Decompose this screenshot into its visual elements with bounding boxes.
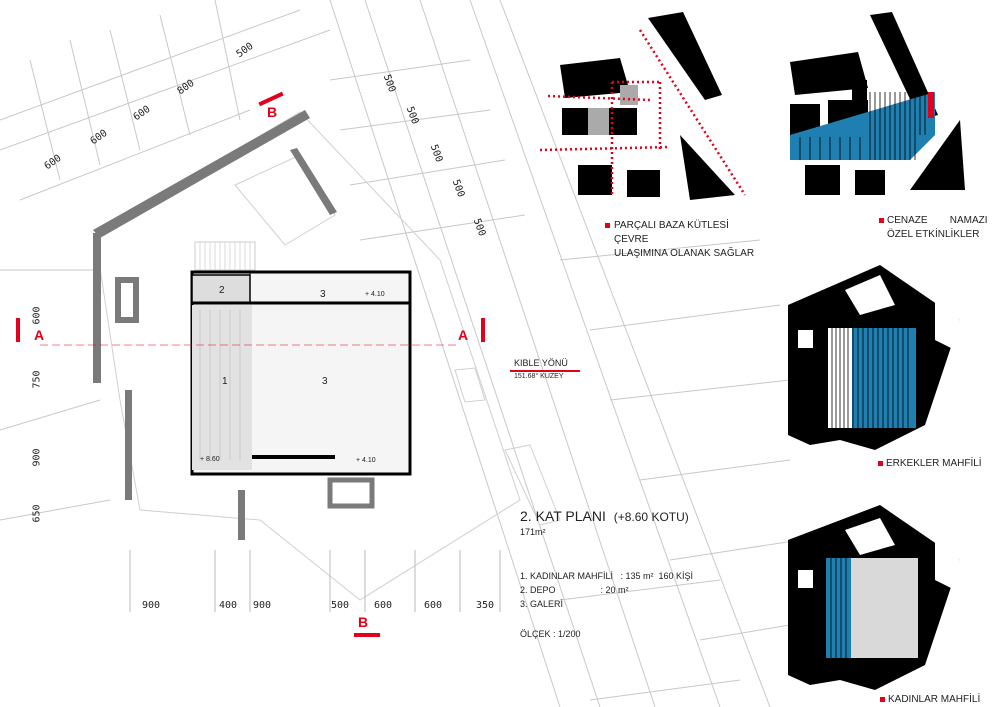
section-a-label-right: A [458, 327, 469, 343]
diagram-funeral-prayer [790, 12, 965, 195]
diagram-mens-prayer-hall [788, 265, 960, 450]
program-item-2: 2. DEPO : 20 m² [520, 585, 629, 595]
caption-diagram-1-line1: PARÇALI BAZA KÜTLESİ ÇEVRE [614, 220, 729, 245]
section-a-markers [16, 318, 485, 346]
dim-left-2: 750 [31, 370, 43, 389]
floor-plan [190, 241, 412, 476]
dim-bottom-4: 500 [331, 600, 350, 611]
legend-markers [605, 218, 885, 702]
elevation-mark-1: + 8.60 [200, 456, 220, 463]
walls [93, 110, 375, 540]
qibla-underline [510, 370, 580, 372]
dim-bottom-2: 400 [219, 600, 238, 611]
elevation-mark-2: + 4.10 [365, 291, 385, 298]
elevation-mark-3: + 4.10 [356, 457, 376, 464]
section-b-markers [258, 91, 380, 637]
caption-diagram-1-line2: ULAŞIMINA OLANAK SAĞLAR [614, 248, 755, 259]
plan-level: (+8.60 KOTU) [613, 510, 689, 524]
caption-diagram-3-line1: ERKEKLER MAHFİLİ [886, 458, 982, 469]
plan-scale: ÖLÇEK : 1/200 [520, 629, 581, 639]
caption-diagram-4-line1: KADINLAR MAHFİLİ [888, 694, 981, 705]
dim-left-4: 650 [31, 504, 43, 523]
dim-bottom-5: 600 [374, 600, 393, 611]
caption-diagram-2-line2: ÖZEL ETKİNLİKLER [887, 229, 980, 240]
program-item-1: 1. KADINLAR MAHFİLİ : 135 m² 160 KİŞİ [520, 571, 694, 581]
qibla-title: KIBLE YÖNÜ [514, 358, 568, 368]
caption-diagram-2: CENAZE NAMAZI ÖZEL ETKİNLİKLER [887, 214, 988, 242]
bottom-dimension-ticks [129, 550, 501, 612]
caption-diagram-1: PARÇALI BAZA KÜTLESİ ÇEVRE ULAŞIMINA OLA… [614, 219, 759, 261]
dim-bottom-7: 350 [476, 600, 495, 611]
diagram-circulation [539, 12, 747, 200]
program-item-3: 3. GALERİ [520, 599, 564, 609]
plan-area: 171m² [520, 527, 546, 537]
dim-bottom-1: 900 [142, 600, 161, 611]
caption-diagram-3: ERKEKLER MAHFİLİ [886, 457, 982, 471]
room-label-1: 1 [222, 376, 228, 387]
room-label-3-main: 3 [322, 376, 328, 387]
caption-diagram-4: KADINLAR MAHFİLİ [888, 693, 980, 707]
diagram-womens-prayer-hall [788, 505, 960, 690]
room-label-3-top: 3 [320, 289, 326, 300]
plan-title: 2. KAT PLANI (+8.60 KOTU) [520, 508, 689, 524]
dim-bottom-3: 900 [253, 600, 272, 611]
dim-left-3: 900 [31, 448, 43, 467]
site-context-lines [0, 0, 821, 707]
dim-left-1: 600 [31, 306, 43, 325]
plan-title-text: 2. KAT PLANI [520, 508, 606, 524]
section-b-label-top: B [267, 104, 278, 120]
dim-bottom-6: 600 [424, 600, 443, 611]
caption-diagram-2-line1: CENAZE NAMAZI [887, 215, 988, 226]
qibla-subtitle: 151.68° KUZEY [514, 373, 564, 380]
section-a-label-left: A [34, 327, 45, 343]
room-label-2: 2 [219, 285, 225, 296]
section-b-label-bottom: B [358, 614, 369, 630]
